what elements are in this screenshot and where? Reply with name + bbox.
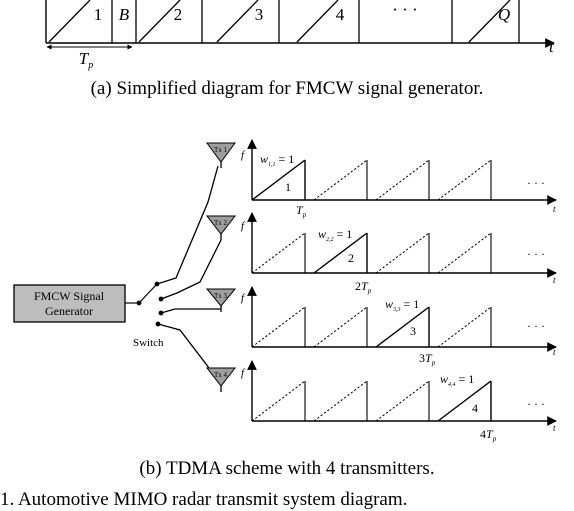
figure-caption: 1. Automotive MIMO radar transmit system… xyxy=(0,489,408,510)
tx1-label: Tx 1 xyxy=(214,146,228,154)
row-4-chirp-3-inactive xyxy=(375,380,430,422)
slot-ellipsis: · · · xyxy=(392,0,417,19)
row-2-freq-label: f xyxy=(241,220,246,232)
panel-b-caption: (b) TDMA scheme with 4 transmitters. xyxy=(139,458,435,479)
slot-b-label: B xyxy=(119,5,130,24)
row-3-dots: · · · xyxy=(527,319,545,333)
slot-4-label: 4 xyxy=(336,5,345,24)
row-4-time-label: t xyxy=(553,423,556,433)
row-1-chirp-number: 1 xyxy=(285,180,291,194)
panel-a-caption: (a) Simplified diagram for FMCW signal g… xyxy=(90,78,484,99)
period-label: Tp xyxy=(79,49,93,71)
row-3-weight-label: w3,3 = 1 xyxy=(385,297,419,313)
row-2-chirp-1-inactive xyxy=(251,232,306,274)
generator-label-line1: FMCW Signal xyxy=(34,289,105,303)
switch xyxy=(125,281,164,327)
row-1-chirp-1-active xyxy=(251,159,306,201)
row-3-chirp-1-inactive xyxy=(251,306,306,348)
row-2-dots: · · · xyxy=(527,247,545,261)
time-axis-label: t xyxy=(549,37,555,56)
row-1-dots: · · · xyxy=(527,176,545,190)
row-4-freq-label: f xyxy=(241,367,246,379)
tx2-label: Tx 2 xyxy=(214,219,228,227)
tx3-label: Tx 3 xyxy=(214,292,228,300)
row-3-chirp-4-inactive xyxy=(437,306,492,348)
row-1-chirp-3-inactive xyxy=(375,159,430,201)
slot-3-label: 3 xyxy=(255,5,264,24)
row-2-time-label: t xyxy=(553,275,556,285)
row-2-chirp-4-inactive xyxy=(437,232,492,274)
row-3-period-label: 3Tp xyxy=(419,351,436,367)
row-3-chirp-3-active xyxy=(375,306,430,348)
switch-label: Switch xyxy=(133,337,164,349)
panel-b-tdma-diagram: FMCW Signal Generator Switch Tx 1 xyxy=(13,139,557,443)
row-4-weight-label: w4,4 = 1 xyxy=(440,372,474,388)
row-2-chirp-number: 2 xyxy=(348,251,354,265)
row-1-labels: f w1,1 = 1 1 Tp · · · t xyxy=(241,149,556,219)
row-4-period-label: 4Tp xyxy=(480,427,497,443)
row-1-freq-label: f xyxy=(241,149,246,161)
row-3-freq-label: f xyxy=(241,292,246,304)
tx1-antenna-icon: Tx 1 xyxy=(206,142,236,168)
row-1-period-label: Tp xyxy=(296,203,307,219)
fmcw-generator-box xyxy=(13,284,126,323)
tx2-antenna-icon: Tx 2 xyxy=(205,215,237,240)
slot-2-label: 2 xyxy=(174,5,183,24)
row-4-chirp-4-active xyxy=(437,380,492,422)
tx4-label: Tx 4 xyxy=(214,371,228,379)
row-4-labels: f w4,4 = 1 4 4Tp · · · t xyxy=(241,367,556,443)
slot-q-label: Q xyxy=(498,5,510,24)
row-1-chirp-2-inactive xyxy=(313,159,368,201)
tx4-antenna-icon: Tx 4 xyxy=(205,367,237,392)
row-4-chirp-number: 4 xyxy=(472,401,478,415)
row-1-time-label: t xyxy=(553,204,556,214)
panel-a-signal-diagram: 1 B 2 3 4 · · · Q Tp t xyxy=(45,0,555,71)
row-4-dots: · · · xyxy=(527,397,545,411)
row-3-chirp-number: 3 xyxy=(410,324,416,338)
row-1-chirp-4-inactive xyxy=(437,159,492,201)
row-2-period-label: 2Tp xyxy=(355,279,372,295)
chirp-plots xyxy=(247,139,557,426)
row-2-weight-label: w2,2 = 1 xyxy=(318,227,352,243)
row-4-chirp-1-inactive xyxy=(251,380,306,422)
row-2-chirp-2-active xyxy=(313,232,368,274)
tx3-antenna-icon: Tx 3 xyxy=(205,288,237,312)
generator-label-line2: Generator xyxy=(45,304,93,318)
row-3-labels: f w3,3 = 1 3 3Tp · · · t xyxy=(241,292,556,367)
row-2-labels: f w2,2 = 1 2 2Tp · · · t xyxy=(241,220,556,295)
row-4-chirp-2-inactive xyxy=(313,380,368,422)
row-3-chirp-2-inactive xyxy=(313,306,368,348)
row-3-time-label: t xyxy=(553,347,556,357)
row-1-weight-label: w1,1 = 1 xyxy=(260,152,294,168)
antenna-feed-lines xyxy=(156,165,223,386)
row-2-chirp-3-inactive xyxy=(375,232,430,274)
slot-1-label: 1 xyxy=(94,5,103,24)
